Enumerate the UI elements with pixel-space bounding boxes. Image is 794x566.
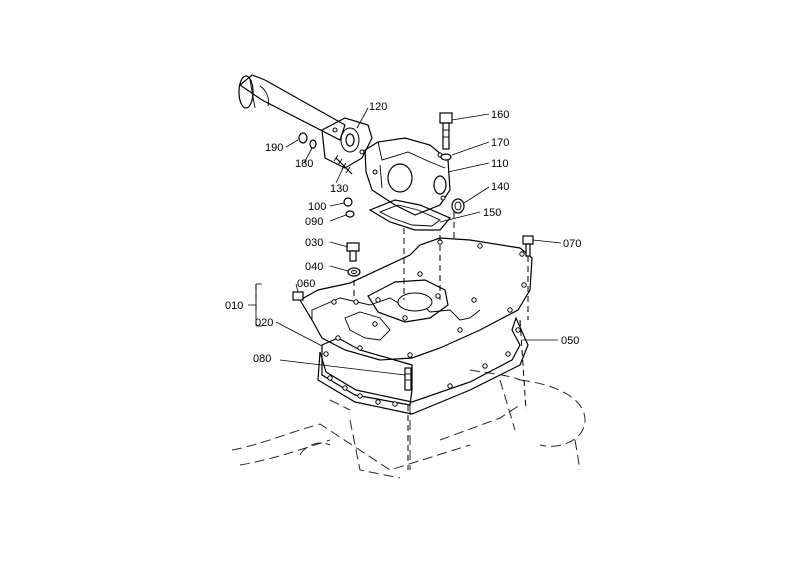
- washer-090: [345, 210, 355, 218]
- cover-plate-010: [299, 237, 533, 361]
- callout-100: 100: [308, 201, 326, 213]
- valve-body-110: [364, 137, 451, 216]
- callout-030: 030: [305, 237, 323, 249]
- washer-170: [440, 153, 452, 161]
- nut-190: [298, 132, 308, 144]
- callout-050: 050: [561, 335, 579, 347]
- callout-130: 130: [330, 183, 348, 195]
- callout-060: 060: [297, 278, 315, 290]
- lift-shaft: [238, 74, 346, 141]
- plug-140: [451, 198, 465, 214]
- washer-180: [309, 139, 317, 149]
- leader-lines: [248, 107, 562, 376]
- gasket-020: [317, 316, 529, 415]
- callout-180: 180: [295, 158, 313, 170]
- gasket-150: [368, 199, 451, 231]
- callout-labels: 160 120 170 190 180 110 130 140 100 090 …: [225, 101, 581, 365]
- stud-130: [333, 154, 353, 175]
- bracket-120: [321, 117, 373, 169]
- washer-040: [347, 267, 361, 277]
- callout-140: 140: [491, 181, 509, 193]
- transmission-case-outline: [231, 369, 586, 479]
- plug-060: [292, 291, 304, 301]
- callout-110: 110: [491, 158, 509, 170]
- bolt-160: [439, 112, 453, 150]
- callout-120: 120: [369, 101, 387, 113]
- callout-070: 070: [563, 238, 581, 250]
- callout-040: 040: [305, 261, 323, 273]
- callout-160: 160: [491, 109, 509, 121]
- callout-090: 090: [305, 216, 323, 228]
- stud-080: [404, 367, 412, 391]
- callout-190: 190: [265, 142, 283, 154]
- nut-100: [343, 197, 353, 207]
- callout-020: 020: [255, 317, 273, 329]
- callout-010: 010: [225, 300, 243, 312]
- callout-080: 080: [253, 353, 271, 365]
- callout-170: 170: [491, 137, 509, 149]
- callout-150: 150: [483, 207, 501, 219]
- bolt-030: [346, 242, 360, 262]
